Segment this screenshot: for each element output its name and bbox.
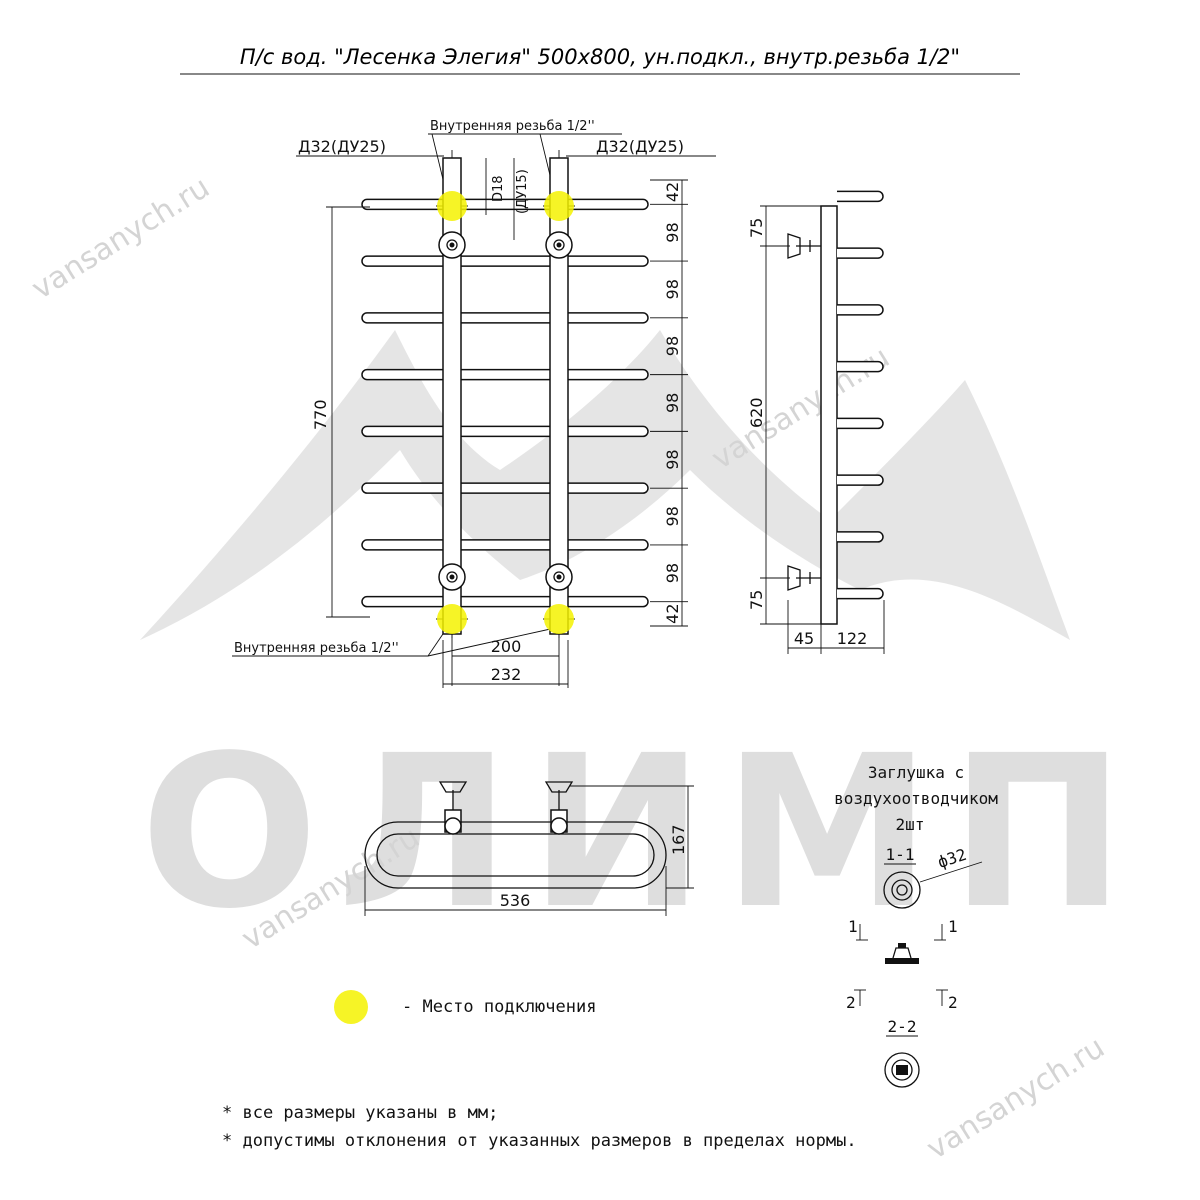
side-rung xyxy=(837,417,884,430)
cut-2-left: 2 xyxy=(846,993,856,1012)
drawing-title: П/с вод. "Лесенка Элегия" 500х800, ун.по… xyxy=(240,45,960,69)
connection-marker-top-left xyxy=(437,191,467,221)
rung xyxy=(361,368,649,381)
rung xyxy=(361,198,649,211)
side-rung xyxy=(837,304,884,316)
side-rung xyxy=(837,474,884,486)
thread-label-top: Внутренняя резьба 1/2'' xyxy=(430,119,595,134)
note-2: * допустимы отклонения от указанных разм… xyxy=(222,1131,857,1151)
right-vertical-pipe xyxy=(549,157,569,635)
rung-spacing-label: 98 xyxy=(663,222,682,242)
side-rung xyxy=(837,190,884,203)
side-bracket-span-dimension: 620 xyxy=(747,397,766,428)
rung-spacing-label: 98 xyxy=(663,336,682,356)
d18-label: D18 xyxy=(491,175,506,202)
note-1: * все размеры указаны в мм; xyxy=(222,1103,498,1123)
legend-marker xyxy=(334,990,368,1024)
rung-spacing-label: 98 xyxy=(663,449,682,469)
side-top-offset-dimension: 75 xyxy=(747,218,766,238)
top-view-bracket-right xyxy=(544,781,574,835)
plug-title-line2: воздухоотводчиком xyxy=(834,789,998,808)
rung-spacing-label: 42 xyxy=(663,603,682,623)
side-rung xyxy=(837,531,884,543)
rung xyxy=(361,482,649,494)
watermark-site-1: vansanych.ru xyxy=(26,170,216,307)
rung xyxy=(361,539,649,551)
top-view-rung-outer xyxy=(364,821,667,889)
side-rungs xyxy=(837,190,884,600)
section-1-label: 1-1 xyxy=(886,845,915,864)
watermark-site-4: vansanych.ru xyxy=(921,1030,1111,1167)
cut-1-right: 1 xyxy=(948,917,958,936)
top-view-rung-inner xyxy=(376,833,655,877)
pipe-left-label: Д32(ДУ25) xyxy=(298,137,386,156)
side-rung xyxy=(837,360,884,373)
rung-spacing-label: 42 xyxy=(663,182,682,202)
plug-section-1-drawing xyxy=(883,871,921,909)
side-bracket-bottom xyxy=(787,565,821,591)
rung-spacing-label: 98 xyxy=(663,506,682,526)
side-bottom-offset-dimension: 75 xyxy=(747,590,766,610)
rung-spacing-label: 98 xyxy=(663,563,682,583)
top-view-depth-dimension: 167 xyxy=(669,824,688,855)
side-view: 75 620 75 45 122 xyxy=(747,190,885,654)
side-bracket-top xyxy=(787,233,821,259)
connection-marker-top-right xyxy=(544,191,574,221)
side-depth-rung-dimension: 122 xyxy=(837,629,868,648)
top-view-width-dimension: 536 xyxy=(500,891,531,910)
cut-1-left: 1 xyxy=(848,917,858,936)
side-rung xyxy=(837,247,884,259)
top-view-bracket-left xyxy=(438,781,468,835)
watermark-site-2: vansanych.ru xyxy=(706,340,896,477)
side-rung xyxy=(837,587,884,600)
plug-side-drawing xyxy=(885,943,919,964)
connection-marker-bottom-right xyxy=(544,604,574,634)
bracket-bottom-left xyxy=(438,563,466,591)
width-inner-dimension: 200 xyxy=(491,637,522,656)
thread-label-bottom: Внутренняя резьба 1/2'' xyxy=(234,641,399,656)
bracket-bottom-right xyxy=(545,563,573,591)
rung xyxy=(361,255,649,267)
top-view: 536 167 xyxy=(364,781,694,916)
plug-detail: Заглушка с воздухоотводчиком 2шт 1-1 ф32… xyxy=(834,763,998,1088)
legend-text: - Место подключения xyxy=(402,997,596,1017)
cut-2-right: 2 xyxy=(948,993,958,1012)
rung-spacing-label: 98 xyxy=(663,393,682,413)
bracket-top-right xyxy=(545,231,573,259)
rung-spacing-chain: 42 98 98 98 98 98 98 98 42 xyxy=(650,179,688,627)
rungs xyxy=(361,198,649,608)
section-2-label: 2-2 xyxy=(888,1017,917,1036)
rung-spacing-label: 98 xyxy=(663,279,682,299)
plug-section-2-drawing xyxy=(884,1052,920,1088)
bracket-top-left xyxy=(438,231,466,259)
watermark-brand: ОЛИМП xyxy=(140,710,1143,955)
left-vertical-pipe xyxy=(442,157,462,635)
height-total-dimension: 770 xyxy=(311,399,330,430)
front-view: Внутренняя резьба 1/2'' Д32(ДУ25) Д32(ДУ… xyxy=(232,119,716,688)
side-depth-wall-dimension: 45 xyxy=(794,629,814,648)
plug-title-line3: 2шт xyxy=(896,815,925,834)
width-outer-dimension: 232 xyxy=(491,665,522,684)
rung xyxy=(361,425,649,438)
rung xyxy=(361,312,649,324)
side-vertical-pipe xyxy=(820,205,838,625)
plug-title-line1: Заглушка с xyxy=(868,763,964,782)
rung xyxy=(361,595,649,608)
connection-marker-bottom-left xyxy=(437,604,467,634)
legend: - Место подключения xyxy=(334,990,596,1024)
pipe-right-label: Д32(ДУ25) xyxy=(596,137,684,156)
du15-label: (ДУ15) xyxy=(515,169,530,214)
